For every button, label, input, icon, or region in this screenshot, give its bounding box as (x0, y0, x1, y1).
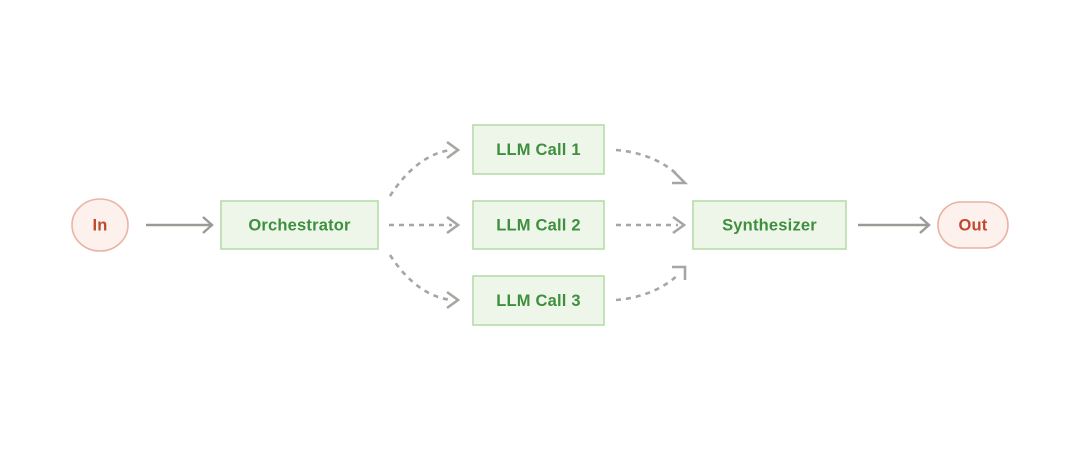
node-llm-call-1[interactable]: LLM Call 1 (472, 124, 605, 175)
node-llm-call-2[interactable]: LLM Call 2 (472, 200, 605, 250)
edge-synthesizer-to-output (858, 216, 931, 234)
llm-call-1-label: LLM Call 1 (496, 141, 581, 159)
input-label: In (92, 216, 107, 234)
llm-call-3-box (472, 275, 605, 326)
edge-orchestrator-to-llm-call-1 (388, 140, 461, 197)
llm-call-2-box (472, 200, 605, 250)
synthesizer-label: Synthesizer (722, 216, 817, 234)
node-output[interactable]: Out (937, 201, 1009, 249)
orchestrator-box (220, 200, 379, 250)
edge-orchestrator-to-llm-call-2 (389, 215, 461, 235)
node-orchestrator[interactable]: Orchestrator (220, 200, 379, 250)
node-input[interactable]: In (71, 198, 129, 252)
edge-llm-call-3-to-synthesizer (615, 265, 687, 302)
input-ellipse (71, 198, 129, 252)
edge-input-to-orchestrator (146, 216, 214, 234)
edge-llm-call-1-to-synthesizer (615, 148, 689, 185)
llm-call-1-box (472, 124, 605, 175)
edge-llm-call-2-to-synthesizer (616, 215, 687, 235)
output-stadium (937, 201, 1009, 249)
llm-call-2-label: LLM Call 2 (496, 216, 581, 234)
orchestrator-label: Orchestrator (248, 216, 351, 234)
node-synthesizer[interactable]: Synthesizer (692, 200, 847, 250)
edge-orchestrator-to-llm-call-3 (388, 254, 461, 310)
synthesizer-box (692, 200, 847, 250)
output-label: Out (958, 216, 987, 234)
node-llm-call-3[interactable]: LLM Call 3 (472, 275, 605, 326)
llm-call-3-label: LLM Call 3 (496, 292, 581, 310)
